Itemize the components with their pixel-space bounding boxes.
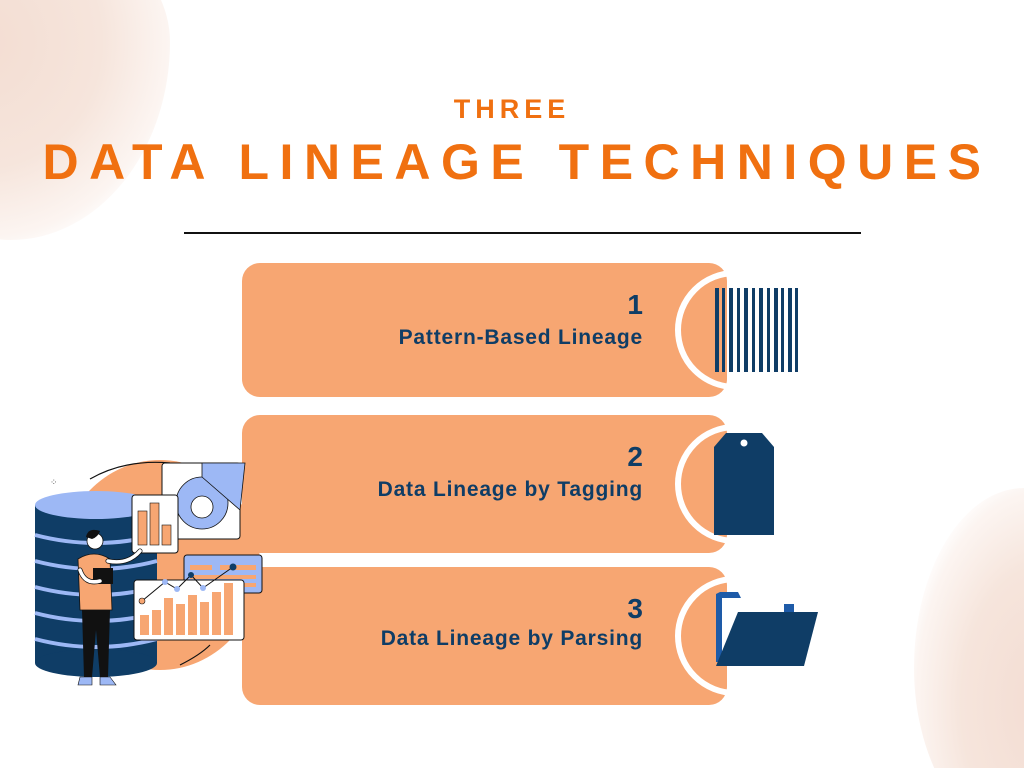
database-analytics-illustration: ⁘ [34,460,263,686]
watercolor-blob-bottom-right [914,488,1024,768]
page-title: DATA LINEAGE TECHNIQUES [42,134,992,190]
barcode-icon [715,288,798,372]
technique-label: Pattern-Based Lineage [398,326,643,349]
technique-number: 3 [627,593,643,624]
technique-number: 1 [627,289,643,320]
open-folder-icon [716,592,818,666]
technique-card-2: 2 Data Lineage by Tagging [242,415,727,553]
technique-number: 2 [627,441,643,472]
tag-icon [714,433,774,535]
person-figure [77,529,143,686]
technique-card-1: 1 Pattern-Based Lineage [242,263,727,397]
title-divider [184,232,861,234]
technique-card-3: 3 Data Lineage by Parsing [242,567,727,705]
subtitle: THREE [453,94,571,124]
technique-label: Data Lineage by Tagging [377,478,643,501]
technique-label: Data Lineage by Parsing [380,627,643,650]
svg-text:⁘: ⁘ [50,478,58,488]
